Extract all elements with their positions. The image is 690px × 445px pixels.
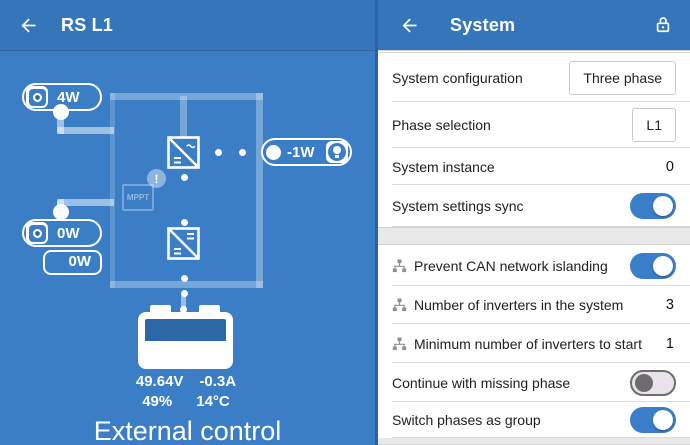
flow-dot (239, 149, 246, 156)
battery-charge-empty (145, 319, 226, 341)
setting-row-minimum-inverters[interactable]: Minimum number of inverters to start 1 (378, 324, 690, 363)
toggle-switch[interactable] (630, 369, 676, 396)
ac-loads-node (53, 204, 69, 220)
ac-in-branch-line (57, 127, 114, 134)
flow-dot (181, 290, 188, 297)
setting-row-system-configuration[interactable]: System configuration Three phase (378, 53, 690, 102)
flow-dot (215, 149, 222, 156)
value-box[interactable]: Three phase (569, 60, 676, 95)
inverter-feed-line (180, 96, 187, 138)
ac-in-power: 4W (57, 88, 80, 106)
battery-feed-line (181, 295, 186, 314)
toggle-switch[interactable] (630, 407, 676, 433)
battery-soc: 49% (142, 393, 173, 410)
back-button[interactable] (17, 14, 39, 36)
network-icon (392, 337, 407, 351)
section-separator (378, 227, 690, 245)
ac-bus-bottom-line (110, 281, 263, 288)
battery-icon (138, 312, 233, 369)
ac-in-drop-line (57, 111, 64, 134)
battery-voltage: 49.64V (135, 373, 184, 390)
lock-open-icon[interactable] (652, 14, 674, 36)
setting-row-continue-missing-phase[interactable]: Continue with missing phase (378, 363, 690, 402)
battery-temperature: 14°C (196, 393, 230, 410)
setting-row-prevent-can-islanding[interactable]: Prevent CAN network islanding (378, 245, 690, 286)
setting-row-system-instance[interactable]: System instance 0 (378, 148, 690, 185)
battery-stats: 49.64V -0.3A 49% 14°C (100, 372, 272, 412)
bulb-icon (326, 141, 348, 163)
battery-current: -0.3A (199, 373, 237, 390)
ac-out-node (266, 144, 281, 160)
mppt-ghost-tile: MPPT (122, 184, 154, 211)
back-button[interactable] (398, 14, 420, 36)
flow-dot (181, 275, 188, 282)
status-text: External control (93, 416, 282, 445)
ac-bus-top-line (110, 93, 263, 100)
ac-source-icon (26, 86, 48, 108)
right-header: System (378, 0, 690, 50)
ac-out-power: -1W (287, 143, 315, 161)
ac-in-node (53, 104, 69, 120)
section-separator (378, 438, 690, 445)
page-title: RS L1 (61, 14, 114, 35)
left-header: RS L1 (0, 0, 375, 50)
flow-dot (180, 306, 187, 313)
ac-loads-tile: 0W (22, 219, 102, 247)
panel-divider (375, 0, 378, 445)
flow-dot (181, 174, 188, 181)
inverter-icon (167, 136, 200, 169)
value-number: 0 (665, 158, 674, 175)
system-settings-panel: System System configuration Three phase … (378, 0, 690, 445)
flow-dot (181, 219, 188, 226)
ac-in-tile: 4W (22, 83, 102, 111)
device-overview-panel: 4W 0W 0W -1W (0, 0, 375, 445)
scrolled-row-sliver (378, 50, 690, 53)
network-icon (392, 298, 407, 312)
settings-list: System configuration Three phase Phase s… (378, 50, 690, 445)
battery-terminal (150, 305, 171, 314)
value-number: 3 (665, 297, 674, 313)
ac-bus-right-line (256, 93, 263, 288)
battery-terminal (199, 305, 220, 314)
ac-out-tile: -1W (261, 138, 352, 166)
dc-converter-icon (167, 227, 200, 260)
toggle-switch[interactable] (630, 252, 676, 279)
value-box[interactable]: L1 (632, 108, 676, 142)
value-number: 1 (665, 335, 674, 352)
setting-row-phase-selection[interactable]: Phase selection L1 (378, 102, 690, 148)
ac-loads-power: 0W (57, 224, 80, 242)
ac-source-icon (26, 222, 48, 244)
ac-bus-left-line (110, 93, 115, 288)
setting-row-switch-phases-group[interactable]: Switch phases as group (378, 402, 690, 438)
aux-power-box: 0W (43, 250, 102, 275)
alert-badge: ! (147, 169, 166, 188)
toggle-switch[interactable] (630, 193, 676, 219)
setting-row-system-settings-sync[interactable]: System settings sync (378, 185, 690, 227)
setting-row-number-of-inverters[interactable]: Number of inverters in the system 3 (378, 286, 690, 324)
network-icon (392, 259, 407, 273)
page-title: System (450, 14, 516, 35)
ac-loads-branch-line (57, 199, 114, 206)
